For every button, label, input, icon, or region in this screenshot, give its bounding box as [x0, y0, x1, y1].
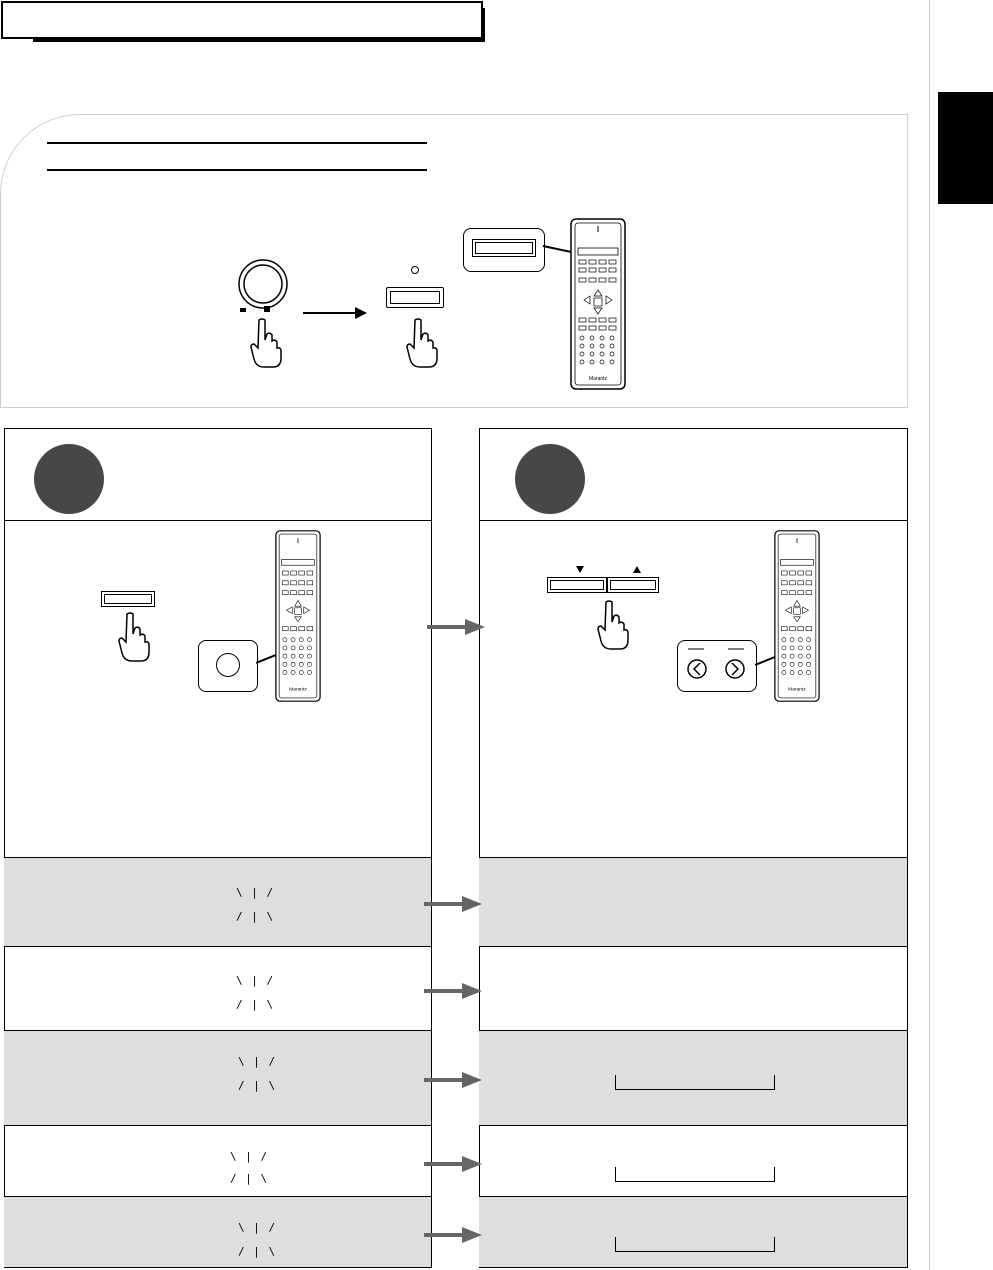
flow-arrow-icon: [424, 1226, 482, 1244]
right-row-3: [479, 1030, 907, 1126]
sparkle-icon: / | \: [238, 1245, 277, 1258]
hand-icon: [405, 318, 439, 368]
intro-rule-bottom: [47, 169, 427, 171]
step2-callout-box: [677, 640, 757, 692]
left-row-5: [4, 1196, 431, 1267]
sparkle-icon: \ | /: [238, 1055, 277, 1068]
display-bracket: [615, 1075, 775, 1090]
step1-callout-box: [198, 640, 258, 692]
step2-number-circle: [515, 444, 585, 514]
hand-icon: [249, 318, 283, 368]
sparkle-icon: / | \: [236, 998, 275, 1011]
sparkle-icon: \ | /: [230, 1150, 269, 1163]
up-button: [607, 577, 659, 593]
knob-left-mark: [240, 308, 246, 312]
right-row-1: [479, 857, 907, 947]
flow-arrow-icon: [303, 306, 367, 320]
step2-header-divider: [479, 520, 907, 521]
sparkle-icon: / | \: [230, 1172, 269, 1185]
step2-column: [479, 428, 908, 1268]
flow-arrow-icon: [424, 982, 482, 1000]
right-row-4: [479, 1125, 907, 1197]
down-triangle-icon: [576, 566, 584, 573]
step1-button: [101, 591, 155, 607]
step1-column: [4, 428, 432, 1268]
remote-brand: Marantz: [289, 687, 307, 693]
header-title-box: [1, 1, 483, 39]
left-row-1: [4, 857, 431, 947]
remote-brand: Marantz: [589, 376, 608, 382]
flow-arrow-icon: [427, 618, 485, 636]
power-button: [386, 287, 444, 308]
flow-arrow-icon: [424, 895, 482, 913]
left-row-4: [4, 1125, 431, 1197]
remote-callout-box: [463, 228, 545, 272]
right-row-2: [479, 946, 907, 1031]
right-row-5: [479, 1196, 907, 1267]
standby-led-icon: [411, 266, 419, 274]
sparkle-icon: \ | /: [238, 1221, 277, 1234]
step1-number-circle: [34, 444, 104, 514]
page-margin-line: [929, 0, 930, 1270]
flow-arrow-icon: [424, 1071, 482, 1089]
flow-arrow-icon: [424, 1155, 482, 1173]
header-tab-shadow-bottom: [33, 38, 485, 42]
left-row-2: [4, 946, 431, 1031]
intro-rule-top: [47, 142, 427, 144]
left-row-3: [4, 1030, 431, 1126]
knob-icon: [237, 258, 289, 310]
down-button: [547, 577, 607, 593]
hand-icon: [117, 612, 151, 662]
remote-control-icon: Marantz: [570, 218, 626, 390]
sparkle-icon: \ | /: [236, 886, 275, 899]
hand-icon: [596, 600, 630, 650]
sparkle-icon: \ | /: [236, 974, 275, 987]
up-triangle-icon: [633, 566, 641, 573]
display-bracket: [615, 1237, 775, 1252]
intro-panel: [0, 114, 908, 408]
sparkle-icon: / | \: [236, 910, 275, 923]
sparkle-icon: / | \: [238, 1079, 277, 1092]
knob-right-mark: [264, 306, 270, 312]
step1-header-divider: [4, 520, 432, 521]
remote-control-icon: Marantz: [275, 530, 321, 702]
language-tab: [938, 92, 993, 204]
remote-control-icon: Marantz: [774, 530, 820, 702]
display-bracket: [615, 1167, 775, 1182]
remote-brand: Marantz: [788, 687, 806, 693]
